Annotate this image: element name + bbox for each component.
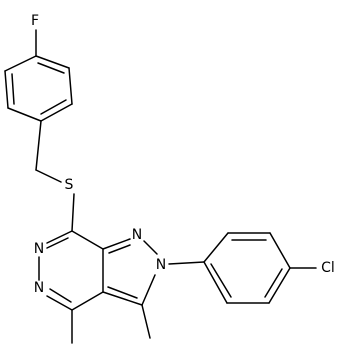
sulfur-atom-label: S bbox=[65, 177, 74, 193]
bond-ring-ch2 bbox=[35, 120, 42, 171]
bond bbox=[46, 295, 73, 311]
double-bond-inner bbox=[46, 237, 69, 249]
bond-s-c7 bbox=[71, 193, 75, 232]
chlorophenyl-ring bbox=[203, 232, 291, 304]
bond bbox=[35, 55, 70, 69]
bond bbox=[71, 291, 104, 311]
nitrogen-n6-atom-label: N bbox=[34, 241, 44, 257]
bond-c3-methyl bbox=[141, 304, 151, 339]
double-bond-inner bbox=[108, 244, 131, 254]
bond bbox=[68, 67, 73, 105]
double-bond-inner bbox=[40, 99, 67, 115]
bond bbox=[7, 107, 42, 122]
bond bbox=[269, 232, 291, 269]
bond bbox=[4, 70, 9, 109]
bond-ch2-s bbox=[35, 169, 62, 183]
bond bbox=[4, 55, 37, 72]
fluorine-atom-label: F bbox=[31, 13, 39, 29]
chlorine-atom-label: Cl bbox=[321, 260, 335, 276]
double-bond-inner bbox=[210, 263, 232, 298]
fluorophenyl-ring bbox=[4, 55, 73, 122]
nitrogen-n2-atom-label: N bbox=[156, 257, 166, 273]
pyridazine-ring bbox=[38, 230, 104, 311]
double-bond-inner bbox=[107, 286, 138, 299]
bond bbox=[203, 261, 228, 304]
bond bbox=[143, 240, 158, 255]
pyrazole-ring bbox=[102, 238, 158, 306]
bond bbox=[203, 232, 229, 263]
double-bond-inner bbox=[49, 288, 72, 303]
bond bbox=[141, 274, 156, 306]
bond-n2-aryl bbox=[168, 261, 205, 265]
bond bbox=[102, 238, 131, 250]
double-bond-inner bbox=[11, 73, 15, 105]
bond bbox=[102, 291, 143, 306]
nitrogen-n5-atom-label: N bbox=[34, 280, 44, 296]
bond bbox=[40, 103, 73, 122]
bond bbox=[268, 267, 291, 304]
double-bond-inner bbox=[37, 62, 65, 74]
double-bond-inner bbox=[264, 268, 283, 298]
bond bbox=[46, 230, 73, 244]
nitrogen-n1-atom-label: N bbox=[132, 227, 142, 243]
bond bbox=[71, 230, 104, 250]
